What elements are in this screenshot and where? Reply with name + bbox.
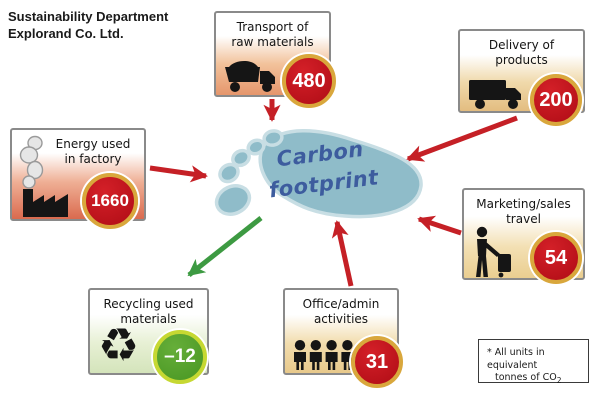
footprint-graphic (214, 129, 423, 219)
node-delivery-label: Delivery of products (488, 38, 555, 67)
badge-transport-value: 480 (282, 54, 336, 108)
footnote-line-2: tonnes of CO2 (495, 372, 562, 385)
node-transport-label: Transport of raw materials (231, 20, 314, 49)
delivery-truck-icon (469, 80, 521, 109)
foot-sole (258, 129, 423, 219)
units-footnote: * All units in equivalent tonnes of CO2 (478, 339, 589, 385)
foot-toe-5 (262, 129, 284, 147)
badge-office-value: 31 (351, 336, 403, 388)
title-line-2: Explorand Co. Ltd. (8, 26, 124, 41)
foot-toe-2 (218, 162, 240, 184)
people-icon (294, 340, 354, 370)
node-office-label: Office/admin activities (302, 297, 380, 326)
node-recycling-label: Recycling used materials (103, 297, 194, 326)
recycle-icon: ♻ (98, 318, 140, 372)
foot-toe-3 (231, 148, 251, 168)
node-energy-label: Energy used in factory (55, 137, 131, 166)
title-line-1: Sustainability Department (8, 9, 169, 24)
traveler-luggage-icon (476, 226, 511, 278)
factory-icon (19, 135, 68, 217)
badge-delivery-value: 200 (530, 74, 582, 126)
node-office-admin: Office/admin activities (283, 288, 399, 375)
dump-truck-icon (225, 60, 275, 92)
badge-recycling-value: –12 (153, 330, 207, 384)
page-title: Sustainability Department Explorand Co. … (8, 8, 218, 42)
arrow-energy-to-footprint (149, 165, 208, 183)
badge-marketing-value: 54 (530, 232, 582, 284)
co2-subscript: 2 (556, 375, 562, 385)
node-marketing-label: Marketing/sales travel (476, 197, 571, 226)
foot-big-toe (214, 184, 252, 216)
footnote-line-1: * All units in equivalent (487, 347, 545, 371)
foot-toe-4 (246, 138, 266, 156)
badge-energy-value: 1660 (82, 173, 138, 229)
